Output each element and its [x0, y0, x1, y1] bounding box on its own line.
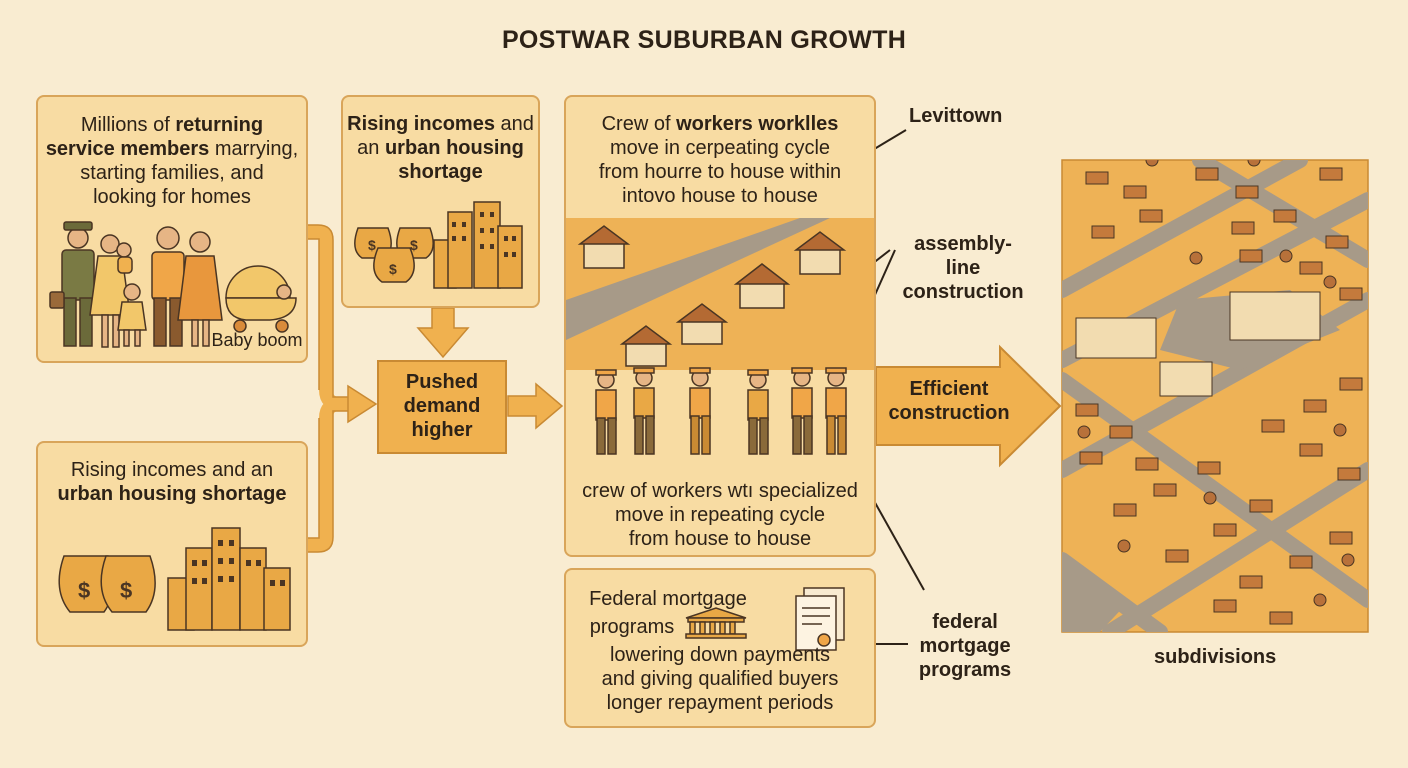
sm-line1-pre: Millions of	[80, 114, 176, 136]
federal-line1: federal	[932, 611, 998, 633]
federal-line3: programs	[918, 659, 1012, 681]
page-title: POSTWAR SUBURBAN GROWTH	[501, 26, 907, 54]
mortgage-line3: lowering down payments	[609, 644, 831, 666]
connector-left	[308, 225, 350, 552]
sm-line2-bold: service members	[45, 138, 210, 160]
demand-text: Pushed demand higher	[377, 370, 507, 442]
mortgage-line1: Federal mortgage	[589, 588, 747, 610]
mortgage-line2: programs	[589, 616, 675, 638]
it-line1-post: and	[494, 113, 534, 135]
arrow-efficient-construction	[875, 344, 1062, 468]
demand-line2: demand	[403, 395, 481, 417]
arrow-demand-to-crew	[507, 382, 564, 430]
it-line2-bold: urban housing	[384, 137, 524, 159]
federal-line2: mortgage	[919, 635, 1011, 657]
ct-line1-pre: Crew of	[601, 113, 677, 135]
ct-line4: intovo house to house	[622, 185, 818, 207]
federal-mortgage-label: federal mortgage programs	[900, 610, 1030, 682]
levittown-label: Levittown	[909, 105, 1003, 127]
service-members-text: Millions of returning service members ma…	[36, 113, 308, 209]
incomes-top-text: Rising incomes and an urban housing shor…	[341, 112, 540, 184]
mortgage-line5: longer repayment periods	[606, 692, 834, 714]
assembly-line-label: assembly-line construction	[898, 232, 1028, 304]
mortgage-rest-text: lowering down payments and giving qualif…	[564, 643, 876, 715]
mortgage-line4: and giving qualified buyers	[601, 668, 839, 690]
efficient-construction-text: Efficient construction	[878, 377, 1020, 425]
it-line2-pre: an	[357, 137, 385, 159]
ct-line1-bold: workers worklles	[676, 113, 839, 135]
demand-box	[377, 360, 507, 454]
sm-line4: looking for homes	[93, 186, 251, 208]
crew-bottom-text: crew of workers wtı specialized move in …	[564, 479, 876, 551]
demand-line1: Pushed	[405, 371, 479, 393]
it-line1-bold: Rising incomes	[347, 113, 495, 135]
arrow-down-to-demand	[416, 307, 470, 359]
assembly-line1: assembly-line	[914, 233, 1012, 279]
assembly-line2: construction	[902, 281, 1024, 303]
ib-line2-bold: urban housing shortage	[57, 483, 287, 505]
baby-boom-label: Baby boom	[211, 330, 303, 350]
incomes-bottom-text: Rising incomes and an urban housing shor…	[36, 458, 308, 506]
ib-line1: Rising incomes and an	[70, 459, 274, 481]
crew-top-text: Crew of workers worklles move in cerpeat…	[564, 112, 876, 208]
demand-line3: higher	[411, 419, 473, 441]
cb-line2: move in repeating cycle	[614, 504, 826, 526]
sm-line3: starting families, and	[80, 162, 264, 184]
arrow-into-demand-left	[347, 384, 378, 424]
subdivisions-label: subdivisions	[1154, 646, 1277, 668]
connector-left-outline	[308, 224, 350, 553]
sm-line1-bold: returning	[175, 114, 264, 136]
cb-line3: from house to house	[628, 528, 812, 550]
ct-line3: from houɾre to house within	[598, 161, 842, 183]
sm-line2-post: marrying,	[209, 138, 299, 160]
ct-line2: move in cerpeating cycle	[609, 137, 831, 159]
eff-line1: Efficient	[909, 378, 989, 400]
it-line3-bold: shortage	[398, 161, 483, 183]
eff-line2: construction	[888, 402, 1010, 424]
cb-line1: crew of workers wtı specialized	[582, 480, 858, 502]
